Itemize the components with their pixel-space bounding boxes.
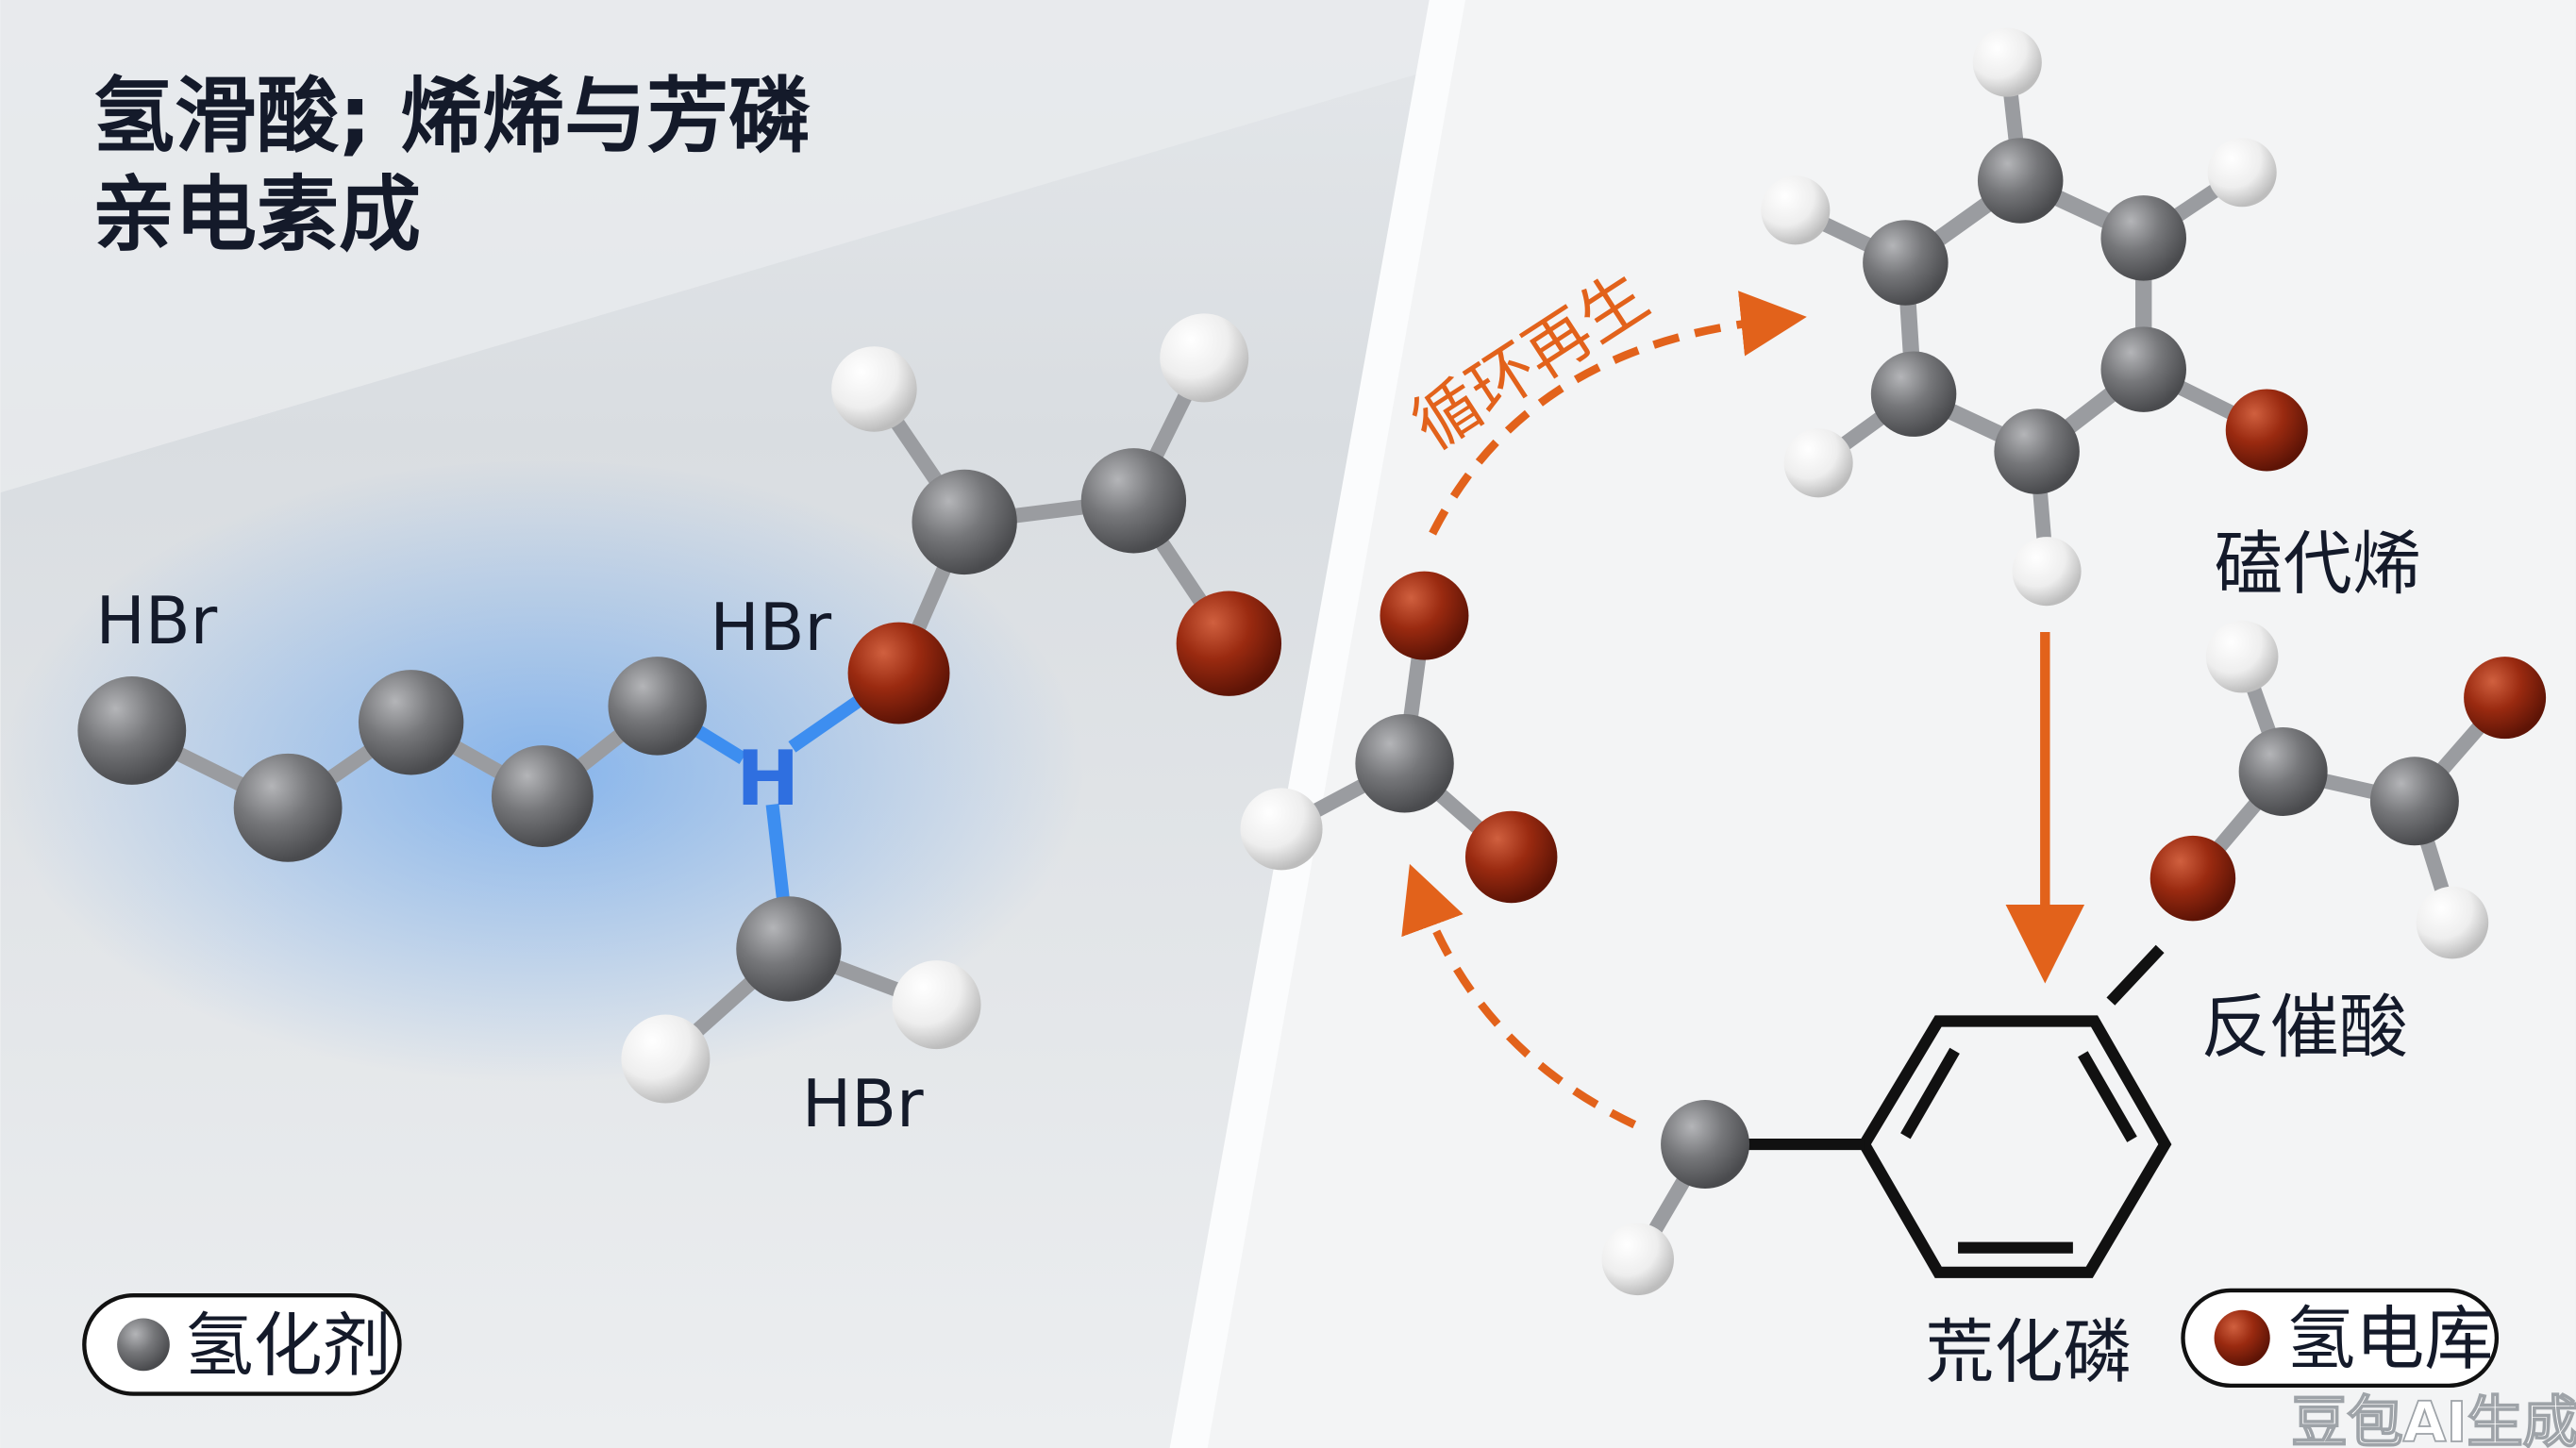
legend-reducing-agent: 氢化剂 [82,1292,402,1396]
hydrogen-atom [1160,313,1249,403]
hydrogen-atom [892,960,981,1050]
hbr-label: HBr [710,590,831,666]
counter-acid-label: 反催酸 [2201,988,2408,1068]
carbon-atom [1870,351,1957,437]
hydrogen-atom [1240,788,1323,871]
carbon-atom [1080,448,1187,554]
carbon-atom [1977,138,2064,224]
hydrogen-atom [1761,175,1831,245]
aryl-phosphide-label: 荒化磷 [1925,1312,2132,1392]
legend-label: 氢电库 [2286,1300,2493,1380]
oxygen-atom [2225,389,2308,472]
carbon-atom [1355,714,1454,813]
acid-molecule [2149,620,2547,959]
carbon-atom [736,896,842,1002]
oxygen-atom [847,622,950,724]
cycle-arrow-bottom [1401,863,1637,1129]
hydrogen-atom [2416,886,2489,959]
carbon-atom [358,670,464,775]
divider [1169,0,1465,1448]
hydrogen-atom [2205,620,2279,693]
hydrogen-atom [2012,537,2082,607]
carboxyl-fragment [1240,571,1558,904]
carbon-atom [2369,757,2459,846]
legend-hydrogen-source: 氢电库 [2181,1288,2500,1389]
carbon-swatch-icon [117,1318,170,1372]
hydrogen-atom [831,346,917,432]
carbon-atom [77,676,187,785]
title-line-2: 亲电素成 [92,167,421,263]
carbon-atom [1994,408,2080,494]
oxygen-atom [2149,835,2236,922]
backsplash [0,0,1447,493]
carbon-atom [1863,220,1949,306]
carbon-atom [912,469,1017,575]
oxygen-atom [2464,657,2547,740]
oxygen-atom [1176,591,1282,696]
carbon-atom [491,745,594,848]
carbon-atom [2100,326,2186,412]
hydrogen-atom [1783,428,1853,498]
watermark: 豆包AI生成 [2291,1390,2576,1448]
left-molecule-atoms [77,313,1282,1104]
cycle-arrow-top [1429,291,1807,536]
hydrogen-atom [1972,27,2042,97]
carbon-atom [2238,726,2328,816]
hydrogen-label: H [736,735,799,823]
oxygen-swatch-icon [2214,1309,2270,1366]
hbr-label: HBr [802,1066,924,1142]
legend-label: 氢化剂 [184,1306,391,1386]
carbon-atom [233,753,343,862]
oxygen-atom [1380,571,1469,660]
skeletal-benzene [1601,944,2172,1296]
hydrogen-atom [1601,1223,1674,1296]
hydrogen-atom [621,1014,711,1104]
oxygen-atom [1464,810,1558,904]
ring-molecule [1761,27,2308,607]
carbon-atom [2100,195,2186,281]
title-line-1: 氢滑酸; 烯烯与芳磷 [92,68,811,164]
hydrogen-atom [2207,138,2277,208]
carbon-atom [608,657,707,756]
hbr-label: HBr [95,583,217,659]
carbon-atom [1661,1100,1750,1190]
iodo-alkene-label: 磕代烯 [2215,524,2421,605]
